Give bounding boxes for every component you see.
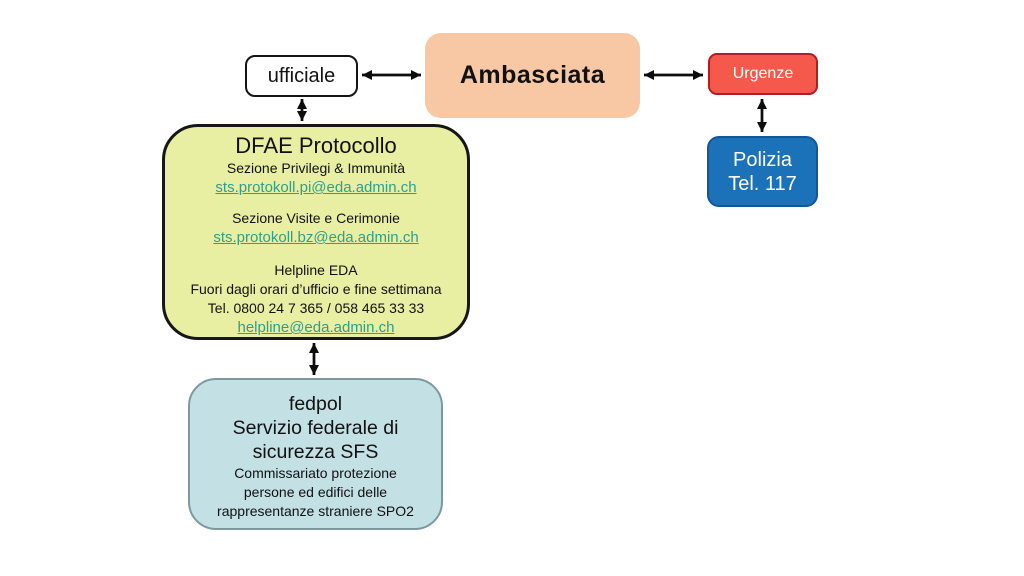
polizia-phone: Tel. 117 [728, 172, 797, 195]
fedpol-service-line1: Servizio federale di [232, 417, 399, 439]
urgenze-label: Urgenze [732, 65, 794, 82]
node-polizia: Polizia Tel. 117 [707, 136, 818, 207]
fedpol-commissariato-line1: Commissariato protezione [234, 465, 397, 481]
node-urgenze: Urgenze [708, 53, 818, 95]
polizia-label: Polizia [733, 148, 792, 171]
dfae-title: DFAE Protocollo [235, 133, 397, 158]
email-link-helpline[interactable]: helpline@eda.admin.ch [237, 319, 395, 336]
email-link-protokoll-pi[interactable]: sts.protokoll.pi@eda.admin.ch [215, 179, 417, 196]
fedpol-service-line2: sicurezza SFS [252, 441, 379, 463]
dfae-section-visite: Sezione Visite e Cerimonie [232, 210, 400, 226]
dfae-section-privilegi: Sezione Privilegi & Immunità [226, 160, 406, 176]
ufficiale-label: ufficiale [267, 64, 336, 87]
dfae-helpline-title: Helpline EDA [274, 262, 358, 278]
dfae-helpline-phone: Tel. 0800 24 7 365 / 058 465 33 33 [207, 300, 425, 316]
node-ambasciata: Ambasciata [425, 33, 640, 118]
fedpol-commissariato-line3: rappresentanze straniere SPO2 [217, 503, 414, 519]
ambasciata-label: Ambasciata [459, 61, 606, 89]
node-dfae-protocollo: DFAE Protocollo Sezione Privilegi & Immu… [162, 124, 470, 340]
node-fedpol: fedpol Servizio federale di sicurezza SF… [188, 378, 443, 530]
node-ufficiale: ufficiale [245, 55, 358, 97]
fedpol-name: fedpol [288, 393, 343, 415]
dfae-helpline-hours: Fuori dagli orari d’ufficio e fine setti… [190, 281, 442, 297]
fedpol-commissariato-line2: persone ed edifici delle [243, 484, 388, 500]
email-link-protokoll-bz[interactable]: sts.protokoll.bz@eda.admin.ch [213, 229, 419, 246]
